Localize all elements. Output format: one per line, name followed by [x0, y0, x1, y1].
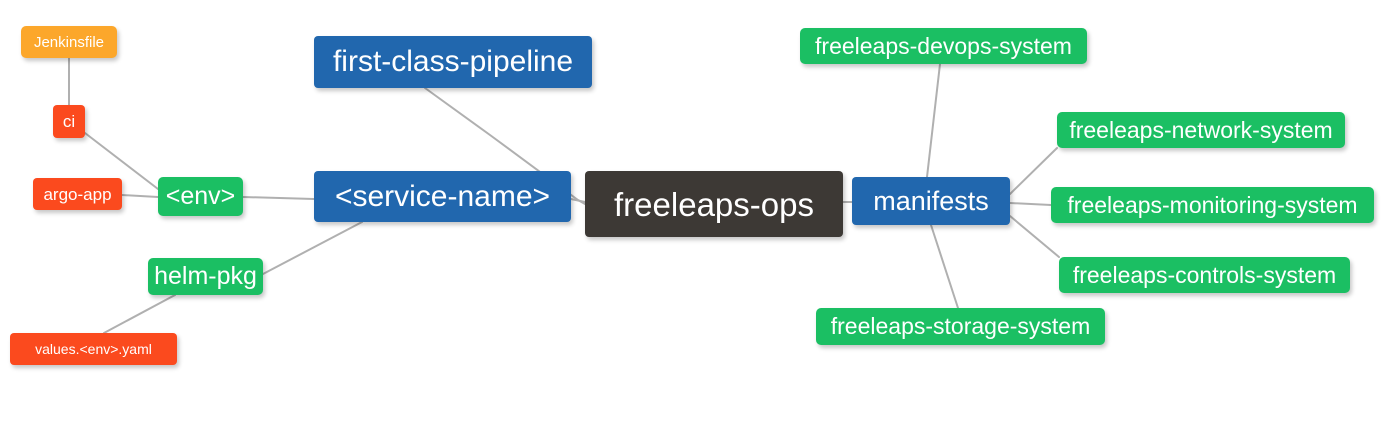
node-label-freeleaps-storage-system: freeleaps-storage-system — [830, 313, 1091, 339]
node-freeleaps-storage-system[interactable]: freeleaps-storage-system — [816, 308, 1105, 345]
node-label-first-class-pipeline: first-class-pipeline — [332, 45, 574, 78]
node-label-helm-pkg: helm-pkg — [154, 262, 257, 290]
node-argo-app[interactable]: argo-app — [33, 178, 122, 210]
node-label-freeleaps-controls-system: freeleaps-controls-system — [1072, 261, 1337, 288]
edge-service-name-to-helm-pkg — [262, 221, 363, 275]
node-label-Jenkinsfile: Jenkinsfile — [33, 33, 105, 51]
edge-manifests-to-freeleaps-storage-system — [930, 224, 959, 309]
edge-service-name-to-env — [242, 196, 315, 200]
edge-freeleaps-ops-to-service-name — [570, 198, 586, 203]
node-Jenkinsfile[interactable]: Jenkinsfile — [21, 26, 117, 58]
node-ci[interactable]: ci — [53, 105, 85, 138]
node-freeleaps-devops-system[interactable]: freeleaps-devops-system — [800, 28, 1087, 64]
node-label-service-name: <service-name> — [334, 179, 551, 213]
node-label-freeleaps-devops-system: freeleaps-devops-system — [815, 32, 1072, 59]
node-freeleaps-monitoring-system[interactable]: freeleaps-monitoring-system — [1051, 187, 1374, 223]
edge-manifests-to-freeleaps-devops-system — [926, 63, 941, 178]
node-label-ci: ci — [62, 112, 76, 131]
node-label-freeleaps-ops: freeleaps-ops — [614, 185, 814, 223]
edge-helm-pkg-to-values-env-yaml — [103, 294, 176, 334]
edge-manifests-to-freeleaps-network-system — [1009, 147, 1058, 195]
node-service-name[interactable]: <service-name> — [314, 171, 571, 222]
node-label-env: <env> — [165, 182, 236, 210]
edge-env-to-argo-app — [121, 194, 159, 198]
node-first-class-pipeline[interactable]: first-class-pipeline — [314, 36, 592, 88]
node-label-argo-app: argo-app — [43, 184, 112, 204]
node-label-freeleaps-monitoring-system: freeleaps-monitoring-system — [1067, 191, 1358, 218]
node-freeleaps-controls-system[interactable]: freeleaps-controls-system — [1059, 257, 1350, 293]
node-label-manifests: manifests — [873, 185, 989, 216]
node-values-env-yaml[interactable]: values.<env>.yaml — [10, 333, 177, 365]
edge-manifests-to-freeleaps-monitoring-system — [1009, 202, 1052, 206]
node-helm-pkg[interactable]: helm-pkg — [148, 258, 263, 295]
node-label-values-env-yaml: values.<env>.yaml — [35, 341, 152, 357]
node-label-freeleaps-network-system: freeleaps-network-system — [1069, 116, 1333, 143]
node-manifests[interactable]: manifests — [852, 177, 1010, 225]
node-freeleaps-network-system[interactable]: freeleaps-network-system — [1057, 112, 1345, 148]
node-env[interactable]: <env> — [158, 177, 243, 216]
node-freeleaps-ops[interactable]: freeleaps-ops — [585, 171, 843, 237]
edge-manifests-to-freeleaps-controls-system — [1009, 215, 1060, 258]
